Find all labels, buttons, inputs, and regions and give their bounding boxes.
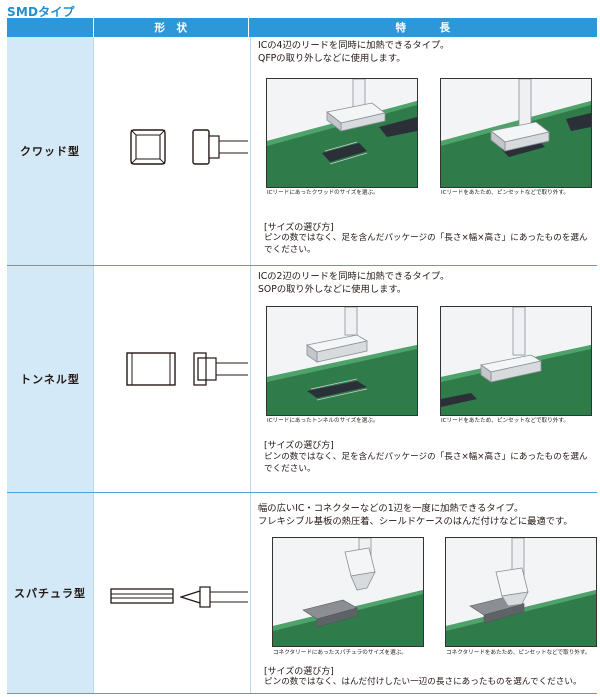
row-quad: クワッド型 ICの4辺のリードを同時に加熱できるタイプ。 QFPの取り外しなどに… <box>7 37 597 266</box>
description-line-1: ICの4辺のリードを同時に加熱できるタイプ。 <box>258 40 450 51</box>
quad-nozzle-top-icon <box>130 129 166 165</box>
caption-left: ICリードにあったクワッドのサイズを選ぶ。 <box>267 190 379 196</box>
spatula-select-photo <box>272 537 424 647</box>
row-tunnel: トンネル型 ICの2辺のリードを同時に加熱できるタイプ。 SOPの取り外しなどに… <box>7 266 597 493</box>
quad-remove-photo <box>440 78 592 188</box>
caption-right: コネクタリードをあたため、ピンセットなどで取り外す。 <box>446 650 591 656</box>
selection-title: [サイズの選び方] <box>264 667 334 677</box>
feature-cell: ICの4辺のリードを同時に加熱できるタイプ。 QFPの取り外しなどに使用します。 <box>250 37 597 265</box>
feature-cell: 幅の広いIC・コネクターなどの1辺を一度に加熱できるタイプ。 フレキシブル基板の… <box>250 493 597 693</box>
quad-nozzle-side-icon <box>192 129 248 165</box>
spatula-nozzle-side-icon <box>180 586 248 608</box>
row-spatula: スパチュラ型 幅の広いIC・コネクターなどの1辺を一度に加熱できるタイプ。 フレ… <box>7 493 597 694</box>
spatula-nozzle-top-icon <box>110 588 174 604</box>
shape-cell <box>93 37 251 265</box>
header-blank-cell <box>7 18 94 37</box>
description-line-1: 幅の広いIC・コネクターなどの1辺を一度に加熱できるタイプ。 <box>258 503 524 514</box>
row-name: トンネル型 <box>7 266 93 492</box>
selection-title: [サイズの選び方] <box>264 223 334 233</box>
tunnel-select-photo <box>266 306 418 416</box>
selection-text: ピンの数ではなく、はんだ付けしたい一辺の長さにあったものを選んでください。 <box>264 677 582 687</box>
page-title: SMDタイプ <box>7 5 75 19</box>
selection-text: ピンの数ではなく、足を含んだパッケージの「長さ×幅×高さ」にあったものを選んでく… <box>264 452 588 474</box>
header-feature: 特 長 <box>249 18 597 37</box>
caption-right: ICリードをあたため、ピンセットなどで取り外す。 <box>441 190 569 196</box>
feature-cell: ICの2辺のリードを同時に加熱できるタイプ。 SOPの取り外しなどに使用します。 <box>250 266 597 492</box>
description-line-2: フレキシブル基板の熱圧着、シールドケースのはんだ付けなどに最適です。 <box>258 516 573 527</box>
tunnel-nozzle-top-icon <box>126 352 176 386</box>
tunnel-nozzle-side-icon <box>193 352 248 386</box>
shape-cell <box>93 493 251 693</box>
shape-cell <box>93 266 251 492</box>
description-line-1: ICの2辺のリードを同時に加熱できるタイプ。 <box>258 271 450 282</box>
header-shape: 形 状 <box>94 18 249 37</box>
quad-select-photo <box>266 78 418 188</box>
selection-title: [サイズの選び方] <box>264 441 334 451</box>
row-name: クワッド型 <box>7 37 93 265</box>
selection-text: ピンの数ではなく、足を含んだパッケージの「長さ×幅×高さ」にあったものを選んでく… <box>264 233 588 255</box>
caption-right: ICリードをあたため、ピンセットなどで取り外す。 <box>441 418 569 424</box>
row-name: スパチュラ型 <box>7 493 93 693</box>
smd-type-table: 形 状 特 長 クワッド型 ICの4辺のリードを同時に加熱できるタイプ。 QFP <box>7 18 597 694</box>
tunnel-remove-photo <box>440 306 592 416</box>
description-line-2: SOPの取り外しなどに使用します。 <box>258 284 407 295</box>
description-line-2: QFPの取り外しなどに使用します。 <box>258 53 406 64</box>
caption-left: ICリードにあったトンネルのサイズを選ぶ。 <box>267 418 379 424</box>
caption-left: コネクタリードにあったスパチュラのサイズを選ぶ。 <box>273 650 407 656</box>
spatula-remove-photo <box>445 537 597 647</box>
